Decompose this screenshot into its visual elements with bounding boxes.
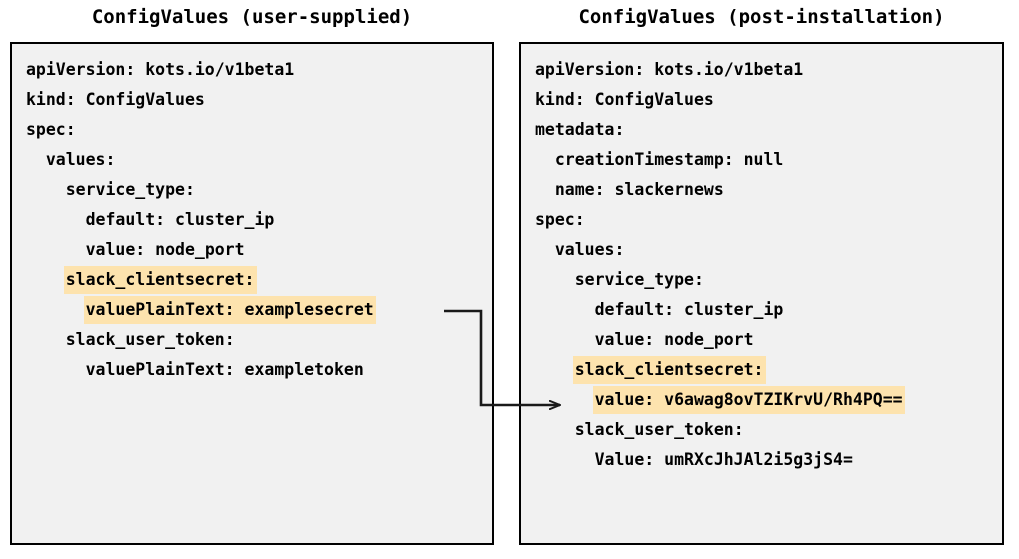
code-line: slack_clientsecret: (12, 265, 492, 295)
code-line: name: slackernews (521, 175, 1002, 205)
code-line: value: v6awag8ovTZIKrvU/Rh4PQ== (521, 385, 1002, 415)
code-text: apiVersion: kots.io/v1beta1 (26, 60, 295, 79)
code-text: default: cluster_ip (594, 300, 784, 319)
code-line: spec: (12, 115, 492, 145)
indent-spacer (533, 300, 593, 319)
code-line: apiVersion: kots.io/v1beta1 (521, 55, 1002, 85)
code-text: spec: (26, 120, 76, 139)
code-line: apiVersion: kots.io/v1beta1 (12, 55, 492, 85)
indent-spacer (533, 150, 553, 169)
code-text: value: node_port (85, 240, 245, 259)
indent-spacer (533, 330, 593, 349)
code-text: spec: (535, 210, 585, 229)
indent-spacer (24, 330, 64, 349)
code-line: creationTimestamp: null (521, 145, 1002, 175)
code-text: service_type: (65, 180, 195, 199)
left-config-panel: apiVersion: kots.io/v1beta1 kind: ConfigV… (10, 42, 494, 545)
indent-spacer (533, 390, 593, 409)
code-text: metadata: (535, 120, 625, 139)
code-text: name: slackernews (554, 180, 724, 199)
code-line: kind: ConfigValues (521, 85, 1002, 115)
code-text: slack_user_token: (65, 330, 235, 349)
indent-spacer (533, 450, 593, 469)
indent-spacer (533, 180, 553, 199)
code-line: value: node_port (12, 235, 492, 265)
indent-spacer (533, 240, 553, 259)
indent-spacer (533, 420, 573, 439)
code-text: slack_user_token: (574, 420, 744, 439)
code-text: values: (554, 240, 625, 259)
indent-spacer (533, 270, 573, 289)
code-text: valuePlainText: exampletoken (85, 360, 364, 379)
code-text: value: node_port (594, 330, 754, 349)
code-text: valuePlainText: examplesecret (83, 296, 376, 324)
code-text: service_type: (574, 270, 704, 289)
code-line: slack_user_token: (521, 415, 1002, 445)
code-line: Value: umRXcJhJAl2i5g3jS4= (521, 445, 1002, 475)
code-text: kind: ConfigValues (26, 90, 205, 109)
code-line: service_type: (12, 175, 492, 205)
code-text: Value: umRXcJhJAl2i5g3jS4= (594, 450, 853, 469)
indent-spacer (24, 240, 84, 259)
code-line: kind: ConfigValues (12, 85, 492, 115)
indent-spacer (24, 270, 64, 289)
code-line: slack_clientsecret: (521, 355, 1002, 385)
code-text: apiVersion: kots.io/v1beta1 (535, 60, 804, 79)
code-text: default: cluster_ip (85, 210, 275, 229)
code-line: value: node_port (521, 325, 1002, 355)
code-text: kind: ConfigValues (535, 90, 714, 109)
code-text: slack_clientsecret: (63, 266, 257, 294)
code-text: slack_clientsecret: (572, 356, 766, 384)
code-text: values: (45, 150, 116, 169)
right-panel-title: ConfigValues (post-installation) (578, 6, 945, 28)
right-config-panel: apiVersion: kots.io/v1beta1 kind: ConfigV… (519, 42, 1004, 545)
code-line: values: (521, 235, 1002, 265)
indent-spacer (24, 210, 84, 229)
code-text: value: v6awag8ovTZIKrvU/Rh4PQ== (592, 386, 905, 414)
indent-spacer (24, 300, 84, 319)
code-line: values: (12, 145, 492, 175)
indent-spacer (24, 180, 64, 199)
indent-spacer (24, 360, 84, 379)
code-line: valuePlainText: exampletoken (12, 355, 492, 385)
code-text: creationTimestamp: null (554, 150, 784, 169)
left-panel-title: ConfigValues (user-supplied) (91, 6, 413, 28)
code-line: service_type: (521, 265, 1002, 295)
left-yaml-code: apiVersion: kots.io/v1beta1 kind: ConfigV… (12, 44, 492, 385)
code-line: metadata: (521, 115, 1002, 145)
indent-spacer (24, 150, 44, 169)
code-line: slack_user_token: (12, 325, 492, 355)
code-line: default: cluster_ip (521, 295, 1002, 325)
right-yaml-code: apiVersion: kots.io/v1beta1 kind: ConfigV… (521, 44, 1002, 475)
code-line: valuePlainText: examplesecret (12, 295, 492, 325)
indent-spacer (533, 360, 573, 379)
code-line: default: cluster_ip (12, 205, 492, 235)
code-line: spec: (521, 205, 1002, 235)
